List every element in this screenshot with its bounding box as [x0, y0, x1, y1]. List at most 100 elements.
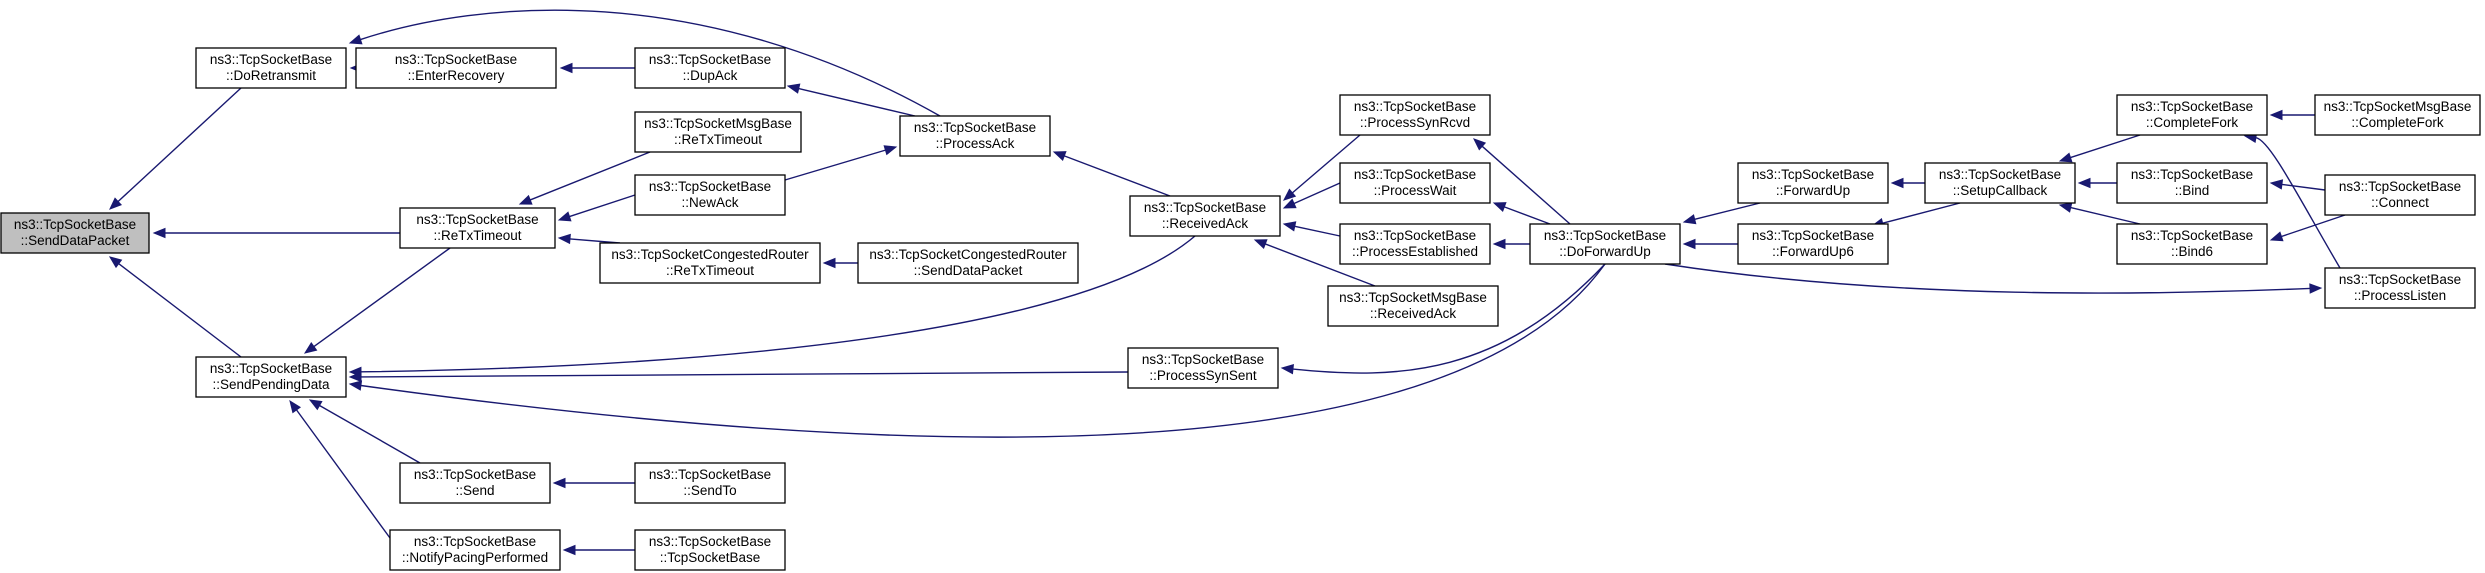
- node-class-label: ns3::TcpSocketBase: [1544, 228, 1666, 243]
- node-box[interactable]: [1129, 195, 1281, 237]
- node-box[interactable]: [1529, 223, 1681, 265]
- node-do-forward-up[interactable]: ns3::TcpSocketBase::DoForwardUp: [1529, 223, 1681, 265]
- edge-do_forward_up-to-send_pending_data: [348, 263, 1606, 438]
- node-box[interactable]: [1127, 347, 1279, 389]
- node-box[interactable]: [1339, 162, 1491, 204]
- node-do-retransmit[interactable]: ns3::TcpSocketBase::DoRetransmit: [195, 47, 347, 89]
- node-box[interactable]: [355, 47, 557, 89]
- edge-arrowhead: [557, 233, 571, 245]
- edge-arrowhead: [2058, 152, 2073, 163]
- edge-line: [1293, 182, 1341, 205]
- node-setup-callback[interactable]: ns3::TcpSocketBase::SetupCallback: [1924, 162, 2076, 204]
- node-box[interactable]: [634, 111, 802, 153]
- node-box[interactable]: [2324, 267, 2476, 309]
- node-process-wait[interactable]: ns3::TcpSocketBase::ProcessWait: [1339, 162, 1491, 204]
- node-process-ack[interactable]: ns3::TcpSocketBase::ProcessAck: [899, 115, 1051, 157]
- node-box[interactable]: [399, 462, 551, 504]
- node-dup-ack[interactable]: ns3::TcpSocketBase::DupAck: [634, 47, 786, 89]
- node-method-label: ::NewAck: [681, 195, 738, 210]
- node-box[interactable]: [634, 462, 786, 504]
- edge-arrowhead: [1280, 363, 1294, 375]
- edge-arrowhead: [1473, 138, 1487, 151]
- node-class-label: ns3::TcpSocketMsgBase: [1339, 290, 1487, 305]
- node-method-label: ::ForwardUp6: [1772, 244, 1854, 259]
- node-box[interactable]: [2314, 94, 2481, 136]
- edge-line: [569, 238, 621, 244]
- node-box[interactable]: [1339, 94, 1491, 136]
- node-box[interactable]: [899, 115, 1051, 157]
- edge-retx_timeout-to-send_pending_data: [303, 247, 451, 354]
- edge-line: [1694, 202, 1761, 221]
- node-enter-recovery[interactable]: ns3::TcpSocketBase::EnterRecovery: [355, 47, 557, 89]
- node-send-data-packet[interactable]: ns3::TcpSocketBase::SendDataPacket: [0, 212, 150, 254]
- edge-line: [1265, 243, 1376, 287]
- edge-line: [784, 149, 886, 181]
- node-msg-received-ack[interactable]: ns3::TcpSocketMsgBase::ReceivedAck: [1327, 285, 1499, 327]
- node-cong-send-data-packet[interactable]: ns3::TcpSocketCongestedRouter::SendDataP…: [857, 242, 1079, 284]
- node-box[interactable]: [1737, 223, 1889, 265]
- edge-arrowhead: [348, 380, 363, 391]
- node-process-established[interactable]: ns3::TcpSocketBase::ProcessEstablished: [1339, 223, 1491, 265]
- node-box[interactable]: [1327, 285, 1499, 327]
- node-box[interactable]: [634, 47, 786, 89]
- node-box[interactable]: [1339, 223, 1491, 265]
- node-box[interactable]: [195, 356, 347, 398]
- edge-do_forward_up-to-process_established: [1492, 238, 1530, 250]
- edge-line: [1664, 263, 2311, 294]
- node-box[interactable]: [2116, 162, 2268, 204]
- node-class-label: ns3::TcpSocketBase: [1354, 99, 1476, 114]
- node-notify-pacing-performed[interactable]: ns3::TcpSocketBase::NotifyPacingPerforme…: [389, 529, 561, 571]
- node-process-syn-sent[interactable]: ns3::TcpSocketBase::ProcessSynSent: [1127, 347, 1279, 389]
- node-box[interactable]: [2116, 223, 2268, 265]
- edge-line: [1291, 134, 1361, 194]
- node-process-listen[interactable]: ns3::TcpSocketBase::ProcessListen: [2324, 267, 2476, 309]
- node-box[interactable]: [0, 212, 150, 254]
- node-bind6[interactable]: ns3::TcpSocketBase::Bind6: [2116, 223, 2268, 265]
- node-bind[interactable]: ns3::TcpSocketBase::Bind: [2116, 162, 2268, 204]
- node-process-syn-rcvd[interactable]: ns3::TcpSocketBase::ProcessSynRcvd: [1339, 94, 1491, 136]
- node-cong-retx-timeout[interactable]: ns3::TcpSocketCongestedRouter::ReTxTimeo…: [599, 242, 821, 284]
- node-connect[interactable]: ns3::TcpSocketBase::Connect: [2324, 174, 2476, 216]
- node-method-label: ::Send: [455, 483, 494, 498]
- node-box[interactable]: [2324, 174, 2476, 216]
- node-box[interactable]: [1737, 162, 1889, 204]
- edge-line: [360, 235, 1196, 373]
- node-send-to[interactable]: ns3::TcpSocketBase::SendTo: [634, 462, 786, 504]
- node-box[interactable]: [857, 242, 1079, 284]
- node-box[interactable]: [389, 529, 561, 571]
- edge-line: [798, 87, 916, 117]
- edge-received_ack-to-process_ack: [1052, 151, 1171, 197]
- edge-setup_callback-to-forward_up: [1890, 177, 1925, 189]
- edge-do_retransmit-to-send_data_packet: [109, 87, 242, 210]
- node-method-label: ::ProcessWait: [1374, 183, 1457, 198]
- node-forward-up[interactable]: ns3::TcpSocketBase::ForwardUp: [1737, 162, 1889, 204]
- node-send-pending-data[interactable]: ns3::TcpSocketBase::SendPendingData: [195, 356, 347, 398]
- node-box[interactable]: [195, 47, 347, 89]
- node-box[interactable]: [634, 529, 786, 571]
- edge-line: [529, 151, 651, 201]
- edge-line: [313, 247, 451, 348]
- node-forward-up6[interactable]: ns3::TcpSocketBase::ForwardUp6: [1737, 223, 1889, 265]
- node-new-ack[interactable]: ns3::TcpSocketBase::NewAck: [634, 174, 786, 216]
- node-box[interactable]: [2116, 94, 2268, 136]
- node-class-label: ns3::TcpSocketBase: [2131, 99, 2253, 114]
- node-received-ack[interactable]: ns3::TcpSocketBase::ReceivedAck: [1129, 195, 1281, 237]
- node-retx-timeout[interactable]: ns3::TcpSocketBase::ReTxTimeout: [399, 207, 556, 249]
- node-tcp-socket-base-ctor[interactable]: ns3::TcpSocketBase::TcpSocketBase: [634, 529, 786, 571]
- edge-line: [2281, 183, 2326, 191]
- call-graph-nodes: ns3::TcpSocketBase::SendDataPacketns3::T…: [0, 47, 2481, 571]
- edge-arrowhead: [308, 399, 323, 411]
- node-box[interactable]: [634, 174, 786, 216]
- edge-do_forward_up-to-process_wait: [1492, 202, 1551, 225]
- node-box[interactable]: [599, 242, 821, 284]
- node-msg-retx-timeout[interactable]: ns3::TcpSocketMsgBase::ReTxTimeout: [634, 111, 802, 153]
- node-complete-fork[interactable]: ns3::TcpSocketBase::CompleteFork: [2116, 94, 2268, 136]
- node-send[interactable]: ns3::TcpSocketBase::Send: [399, 462, 551, 504]
- node-box[interactable]: [1924, 162, 2076, 204]
- edge-arrowhead: [108, 256, 123, 269]
- node-class-label: ns3::TcpSocketBase: [1142, 352, 1264, 367]
- node-msg-complete-fork[interactable]: ns3::TcpSocketMsgBase::CompleteFork: [2314, 94, 2481, 136]
- node-box[interactable]: [399, 207, 556, 249]
- node-class-label: ns3::TcpSocketBase: [2339, 179, 2461, 194]
- edge-msg_retx_timeout-to-retx_timeout: [518, 151, 651, 205]
